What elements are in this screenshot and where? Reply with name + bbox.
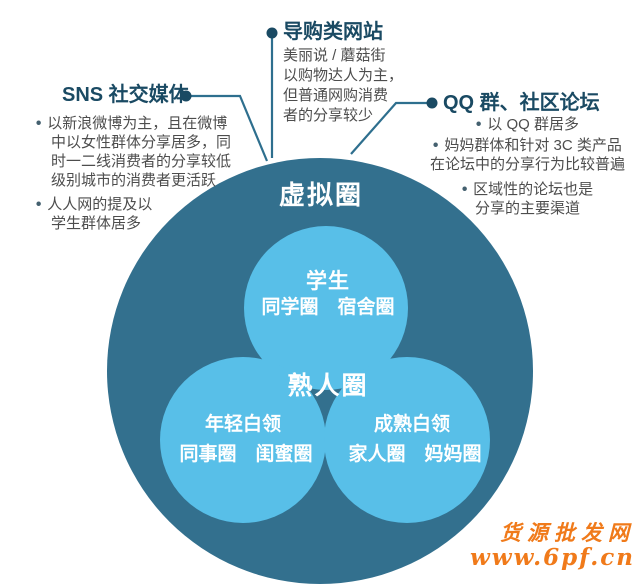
list-bullet: • [475,115,482,134]
callout-text-line: 但普通网购消费 [283,87,389,104]
callout-text: 以新浪微博为主，且在微博 [47,115,228,132]
callout-text-line: • 区域性的论坛也是 [416,180,639,199]
list-bullet: • [35,195,42,214]
callout-text-line: 级别城市的消费者更活跃 [51,172,217,189]
callout-text-line: 美丽说 / 蘑菇街 [283,47,386,64]
callout-text: 人人网的提及以 [47,196,153,213]
bullet-dot-qq [426,97,438,109]
callout-title-shopping-guide: 导购类网站 [283,21,383,43]
label-virtual-circle: 虚拟圈 [278,180,364,210]
callout-text-line: 在论坛中的分享行为比较普遍 [429,156,625,173]
label-mature-whitecollar-sub: 家人圈 妈妈圈 [348,444,482,465]
bullet-dot-sns [180,90,192,102]
list-bullet: • [35,114,42,133]
watermark-site-name: 货源批发网 [500,520,635,545]
list-bullet: • [432,136,439,155]
list-bullet: • [461,180,468,199]
callout-text-line: • 以新浪微博为主，且在微博 [35,114,228,133]
bullet-dot-shopping-guide [266,27,278,39]
inner-circle-mature-whitecollar [324,357,490,523]
callout-text: 以 QQ 群居多 [487,116,579,133]
callout-text-line: 以购物达人为主， [283,67,404,84]
callout-text-line: • 妈妈群体和针对 3C 类产品 [416,136,639,155]
connector-line-sns [186,94,269,162]
watermark-site-url: www.6pf.cn [470,544,635,571]
inner-circle-young-whitecollar [160,357,326,523]
label-mature-whitecollar: 成熟白领 [373,414,451,435]
callout-text-line: 中以女性群体分享居多，同 [51,134,232,151]
callout-text: 妈妈群体和针对 3C 类产品 [444,137,622,154]
label-young-whitecollar-sub: 同事圈 闺蜜圈 [179,444,313,465]
connector-line-qq [350,101,432,155]
callout-text-line: 者的分享较少 [283,107,374,124]
callout-text-line: • 以 QQ 群居多 [416,115,639,134]
callout-text-line: 时一二线消费者的分享较低 [51,153,232,170]
label-acquaintance-circle: 熟人圈 [287,372,369,400]
inner-circle-students [244,226,408,390]
callout-text-line: • 人人网的提及以 [35,195,153,214]
callout-qq-body: •以 QQ 群居多 •妈妈群体和针对 3C 类产品 在论坛中的分享行为比较普遍 … [416,0,639,585]
label-students: 学生 [306,270,350,293]
label-young-whitecollar: 年轻白领 [204,414,282,435]
callout-title-sns: SNS 社交媒体 [62,84,189,106]
label-students-sub: 同学圈 宿舍圈 [261,297,395,318]
callout-text: 区域性的论坛也是 [473,181,594,198]
callout-text-line: 学生群体居多 [51,215,142,232]
callout-text-line: 分享的主要渠道 [474,200,580,217]
callout-title-qq: QQ 群、社区论坛 [443,92,600,114]
